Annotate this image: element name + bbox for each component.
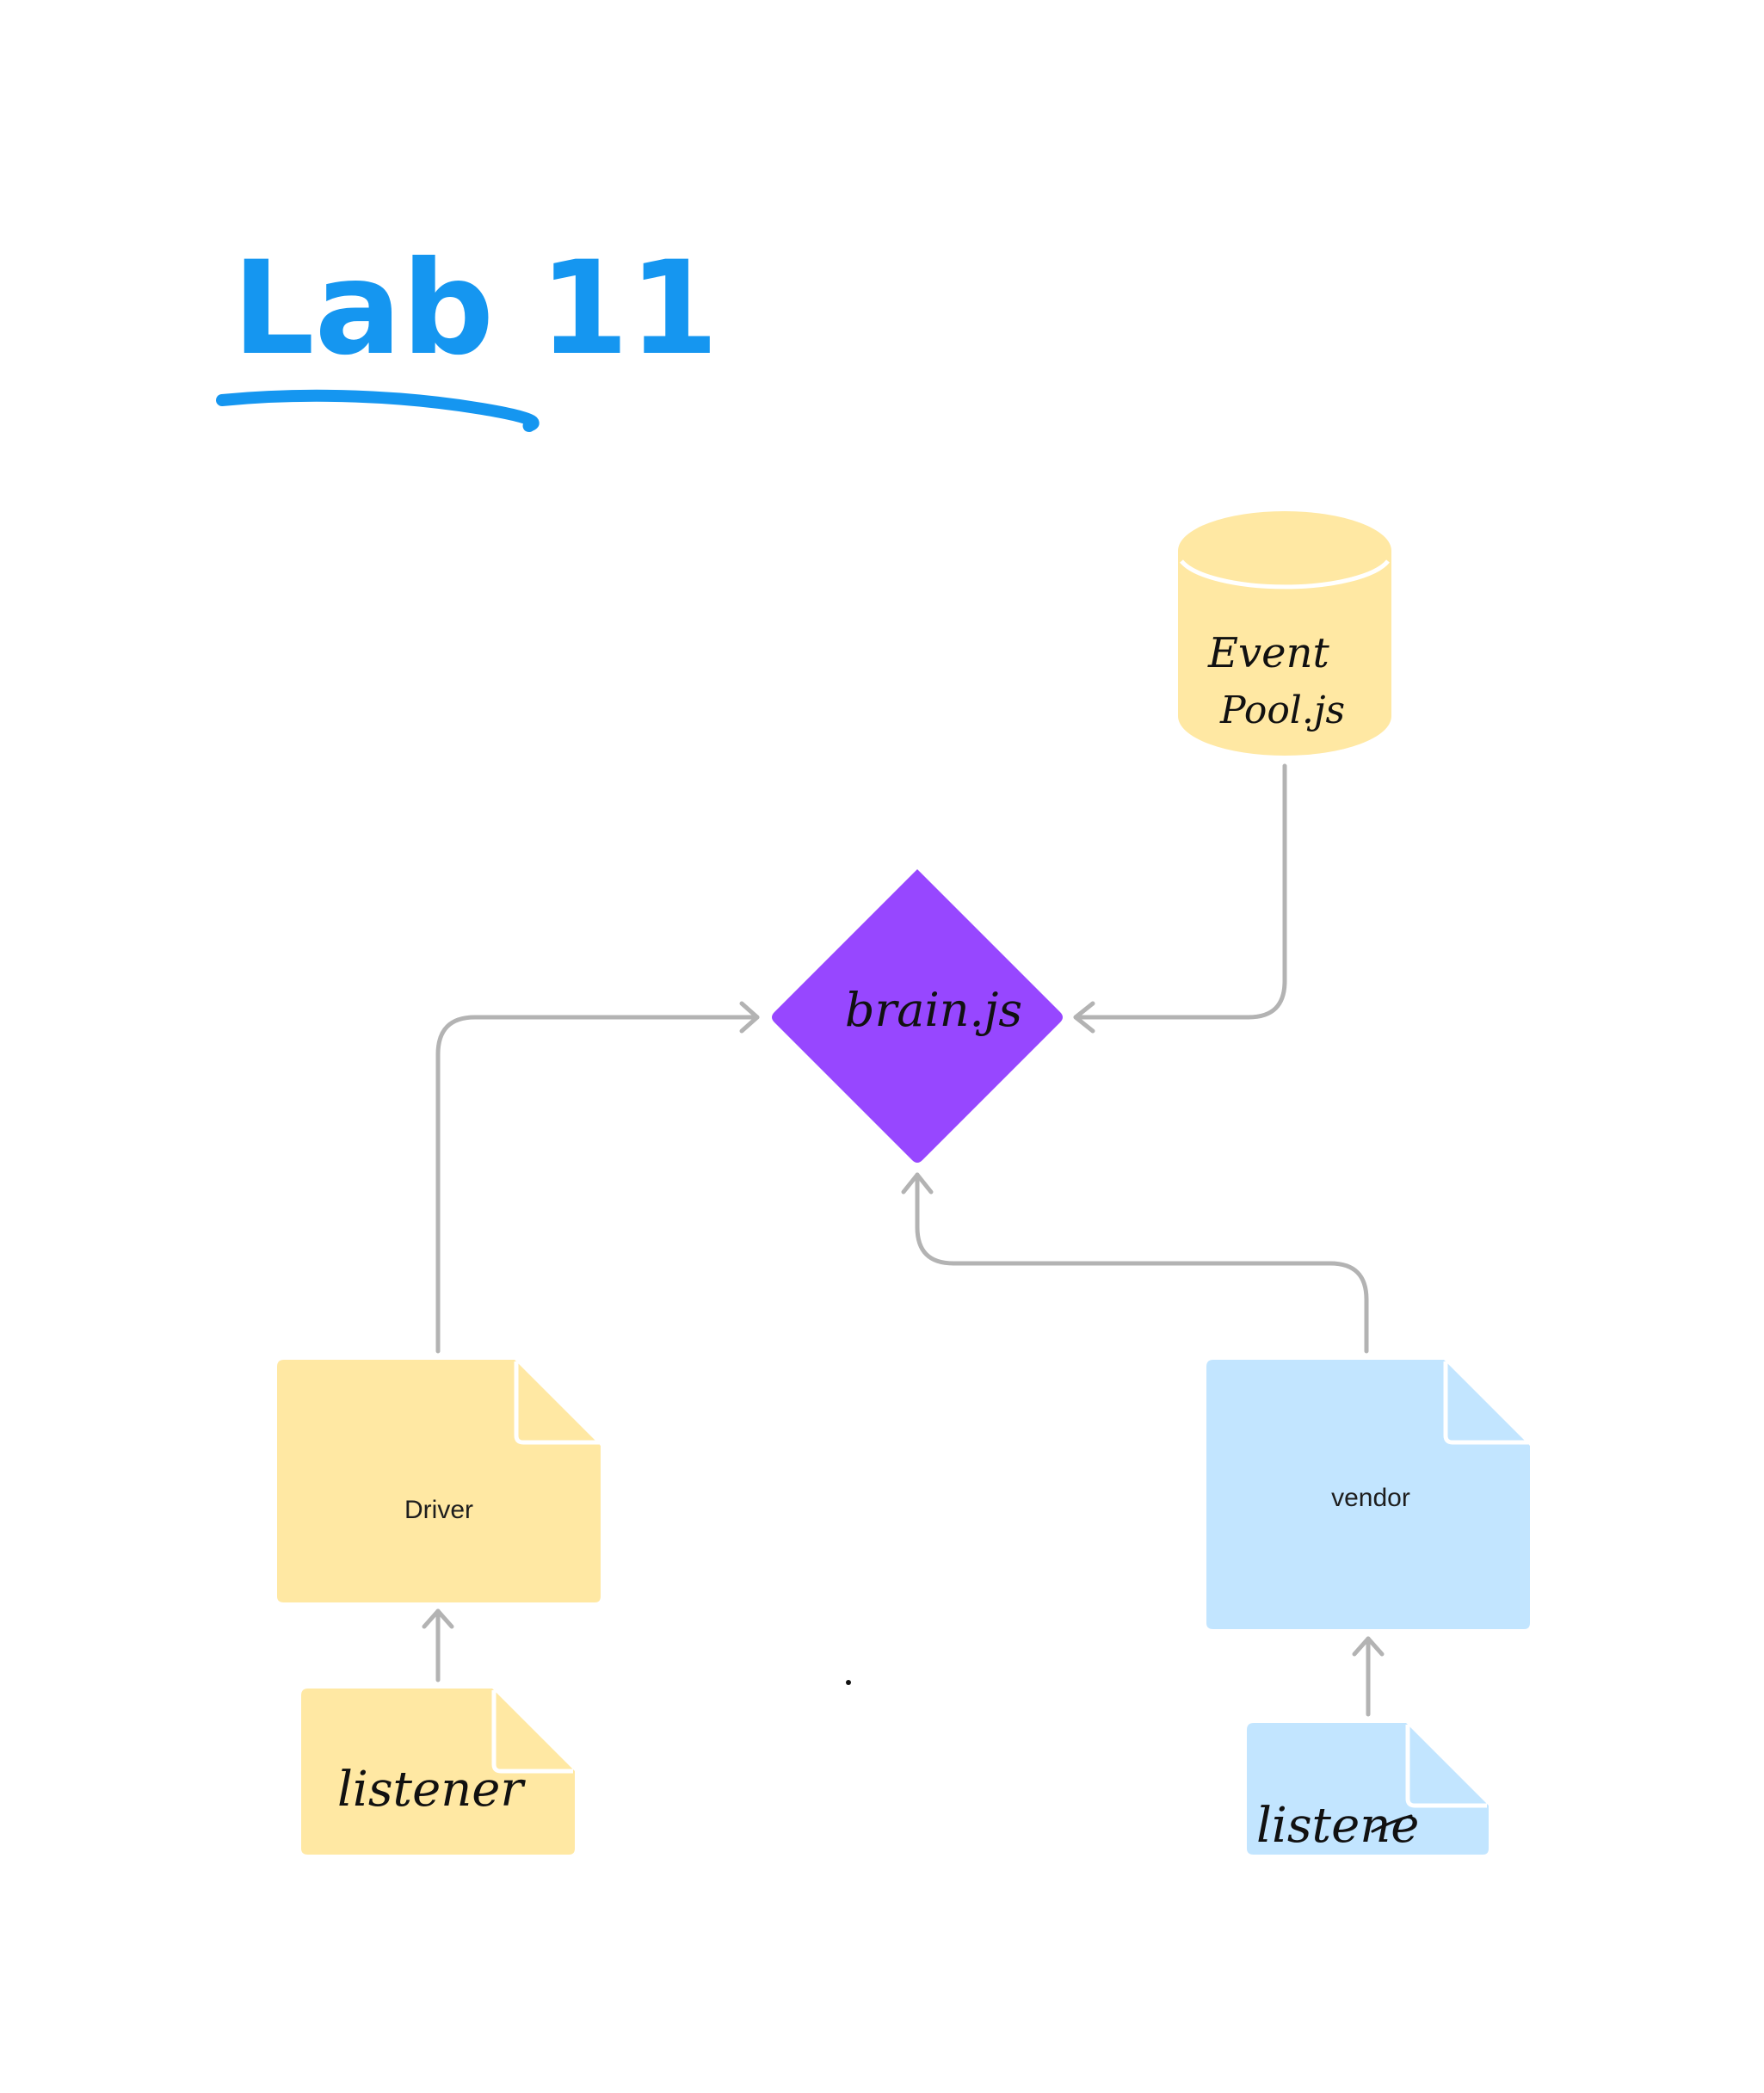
driver-label: Driver — [404, 1496, 473, 1524]
brain-node[interactable]: brain.js — [772, 869, 1063, 1163]
arrowhead-icon — [1352, 1636, 1385, 1657]
handwriting-stroke — [1371, 1814, 1413, 1833]
arrowhead-icon — [739, 1001, 760, 1034]
page-title: Lab 11 — [232, 234, 719, 384]
cylinder-top — [1178, 511, 1391, 590]
document-fold — [1443, 1361, 1528, 1445]
event-pool-node[interactable]: Event Pool.js — [1178, 511, 1391, 756]
document-shape — [1247, 1723, 1489, 1855]
arrowhead-icon — [422, 1608, 454, 1629]
cylinder-body — [1178, 551, 1391, 756]
document-fold — [514, 1361, 599, 1445]
arrowhead-icon — [901, 1172, 934, 1195]
document-shape — [1206, 1360, 1530, 1629]
event-pool-label-line1: Event — [1207, 629, 1329, 677]
driver-listener-label: listener — [337, 1762, 526, 1818]
vendor-listener-node[interactable]: listene — [1247, 1723, 1489, 1855]
arrowhead-icon — [1073, 1001, 1095, 1034]
edge-eventpool-brain — [1073, 763, 1287, 1020]
document-fold — [491, 1690, 573, 1774]
diamond-shape — [772, 869, 1063, 1163]
event-pool-label-line2: Pool.js — [1219, 688, 1345, 732]
vendor-label: vendor — [1331, 1484, 1410, 1512]
document-shape — [277, 1360, 601, 1602]
edge-vendor-brain — [915, 1172, 1369, 1354]
document-fold — [1405, 1725, 1487, 1808]
driver-node[interactable]: Driver — [277, 1360, 601, 1602]
title-group: Lab 11 — [216, 234, 719, 432]
vendor-listener-label: listene — [1256, 1798, 1419, 1854]
driver-listener-node[interactable]: listener — [301, 1689, 575, 1855]
connectors — [422, 763, 1385, 1717]
edge-driver-brain — [435, 1015, 760, 1354]
document-shape — [301, 1689, 575, 1855]
cylinder-rim — [1180, 559, 1390, 590]
vendor-node[interactable]: vendor — [1206, 1360, 1530, 1629]
title-underline — [216, 389, 540, 432]
brain-label: brain.js — [845, 983, 1022, 1037]
stray-dot — [846, 1680, 851, 1685]
